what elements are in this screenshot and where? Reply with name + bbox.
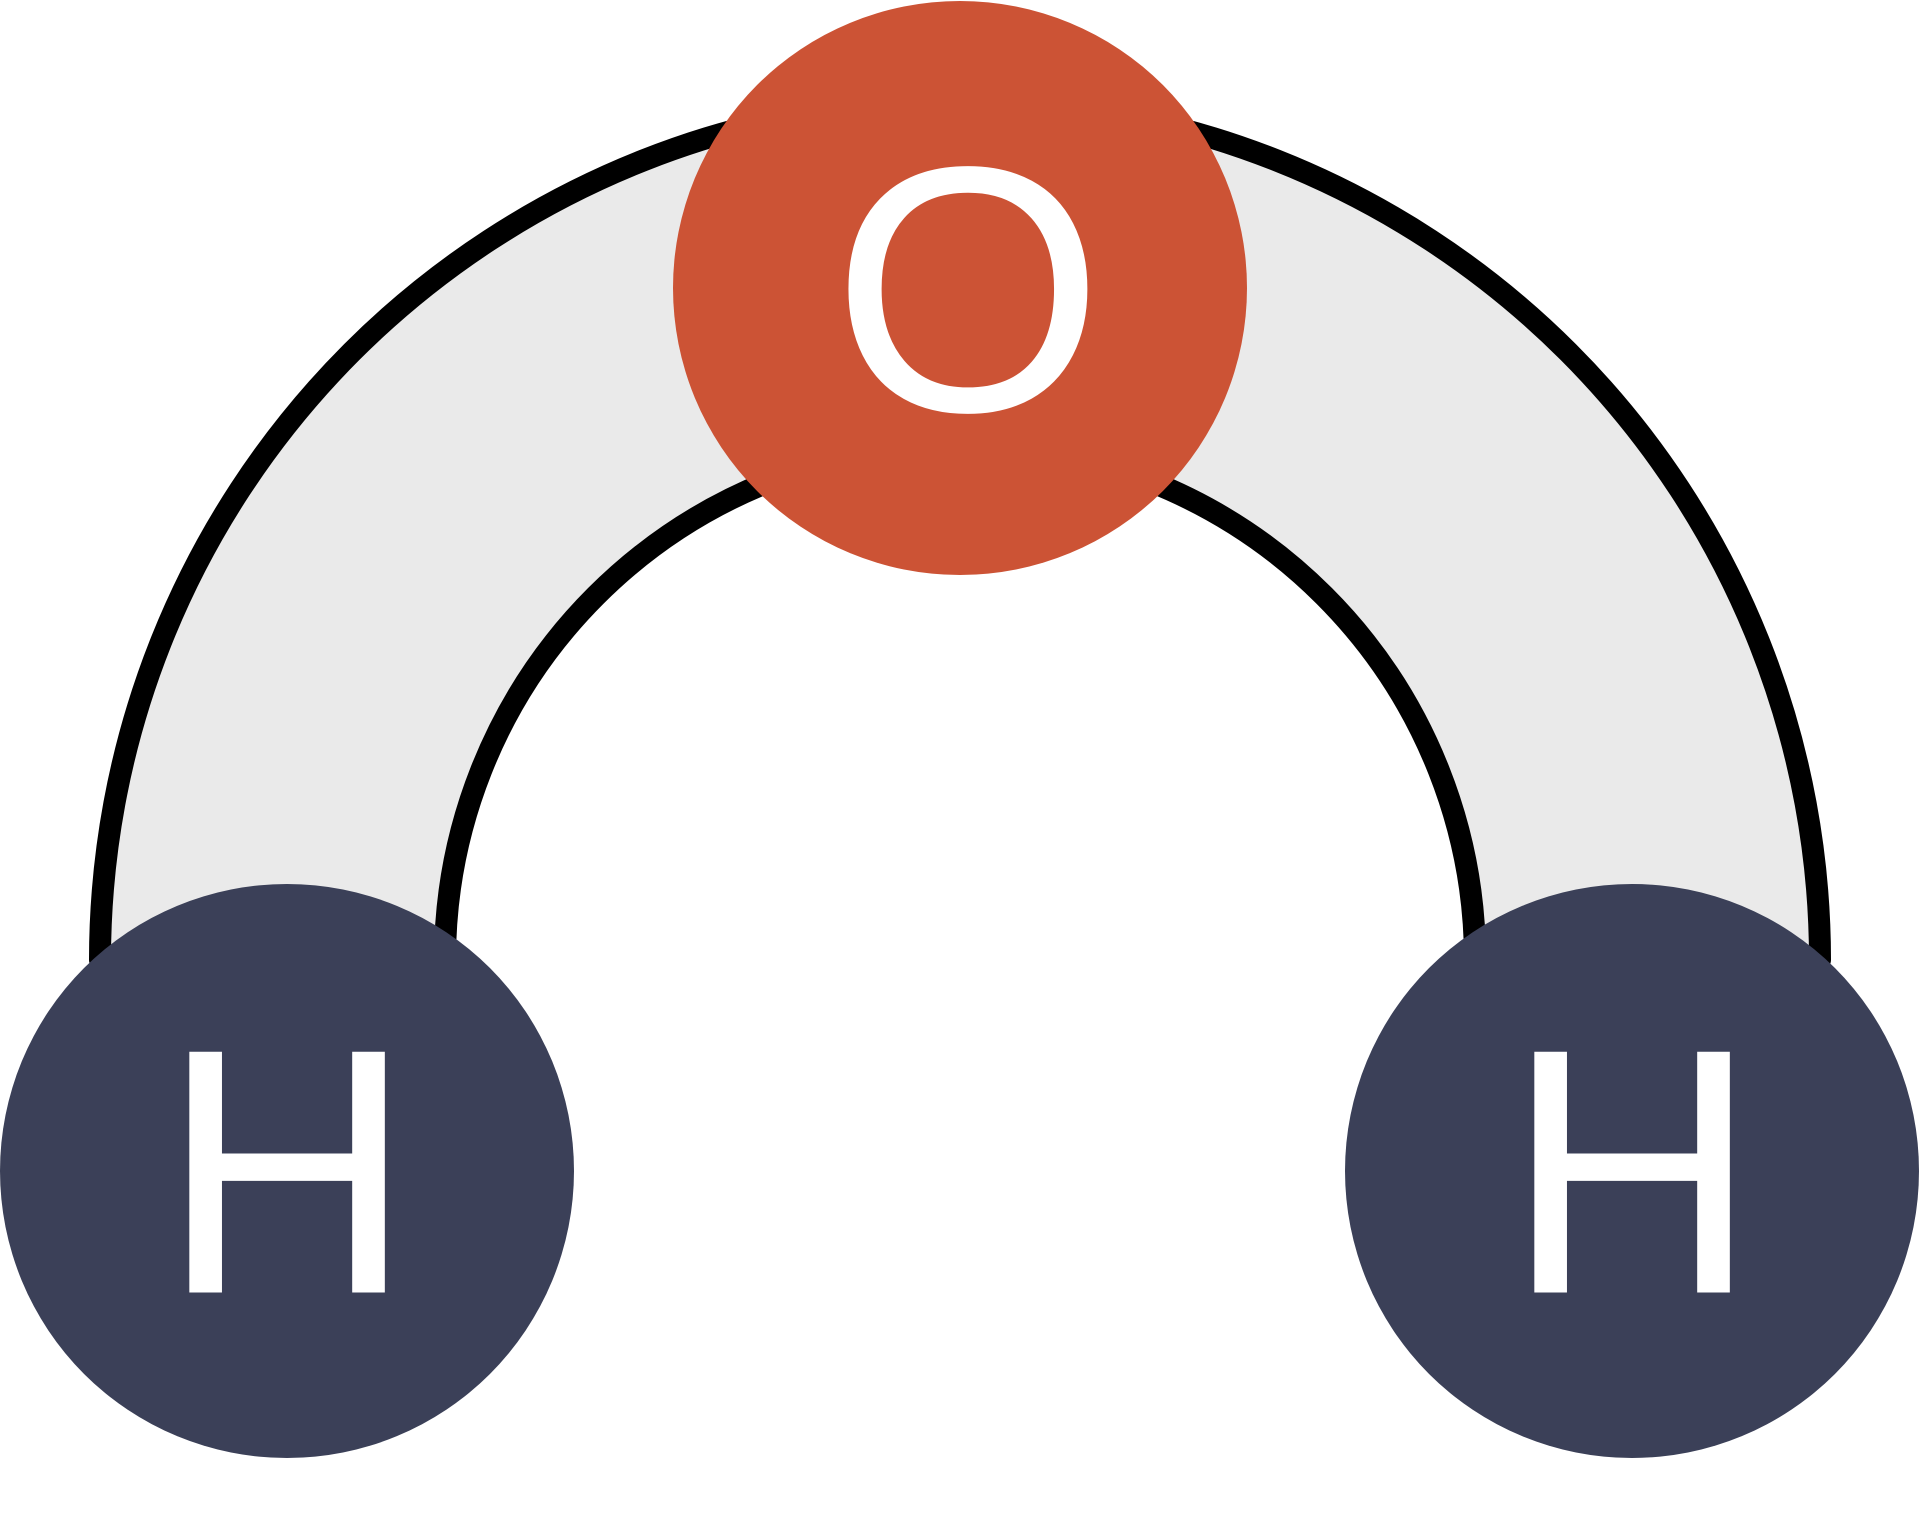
hydrogen-right-label: H xyxy=(1506,977,1759,1368)
oxygen-label: O xyxy=(832,95,1104,486)
hydrogen-left-circle xyxy=(0,884,574,1458)
hydrogen-left-label: H xyxy=(161,977,414,1368)
hydrogen-right-circle xyxy=(1345,884,1919,1458)
hydrogen-atom-right: H xyxy=(1345,884,1919,1458)
oxygen-atom: O xyxy=(673,1,1247,575)
hydrogen-atom-left: H xyxy=(0,884,574,1458)
oxygen-circle xyxy=(673,1,1247,575)
